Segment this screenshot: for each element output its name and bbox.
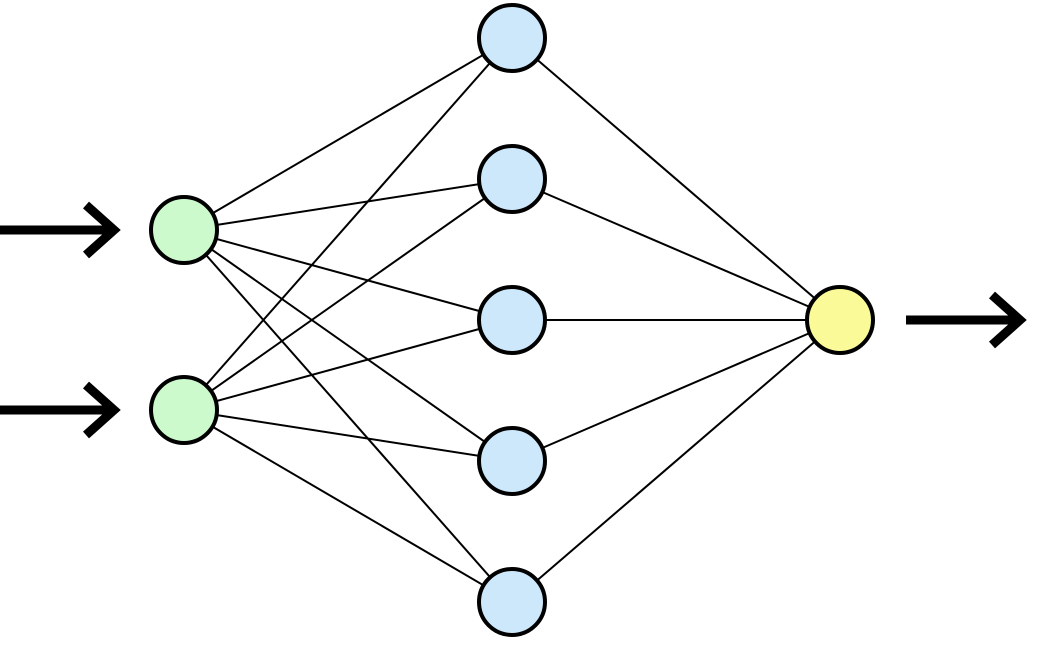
output-arrow-icon xyxy=(906,291,1027,349)
connection-line xyxy=(183,229,513,462)
connection-line xyxy=(183,37,513,231)
connection-line xyxy=(183,178,513,231)
hidden-node xyxy=(477,567,547,637)
connection-line xyxy=(511,37,841,321)
arrows xyxy=(0,201,1027,439)
connection-line xyxy=(511,178,841,321)
hidden-node xyxy=(477,285,547,355)
connection-line xyxy=(183,409,513,603)
input-arrow-icon xyxy=(0,201,121,259)
connection-line xyxy=(511,319,841,462)
input-node xyxy=(149,195,219,265)
input-arrow-icon xyxy=(0,381,121,439)
connection-line xyxy=(183,319,513,411)
hidden-node xyxy=(477,3,547,73)
connection-line xyxy=(183,409,513,462)
connection-line xyxy=(183,37,513,411)
hidden-node xyxy=(477,144,547,214)
input-node xyxy=(149,375,219,445)
nodes xyxy=(149,3,875,637)
input-arrow-icon-head xyxy=(83,381,121,439)
connection-line xyxy=(183,178,513,411)
input-arrow-icon-head xyxy=(83,201,121,259)
output-arrow-icon-head xyxy=(989,291,1027,349)
connection-line xyxy=(183,229,513,321)
connection-line xyxy=(511,319,841,603)
connections xyxy=(183,37,841,603)
output-node xyxy=(805,285,875,355)
hidden-node xyxy=(477,426,547,496)
connection-line xyxy=(183,229,513,603)
